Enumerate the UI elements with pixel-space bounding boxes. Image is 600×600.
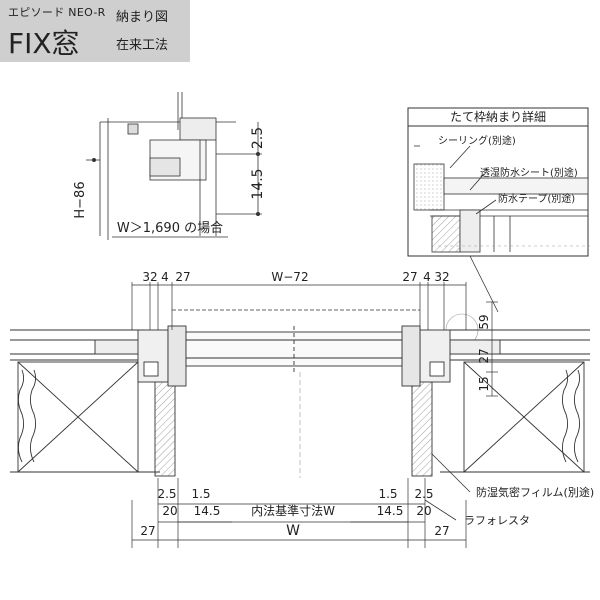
leader-vapor-film bbox=[431, 453, 471, 493]
callout-vapor-film: 防湿気密フィルム(別途) bbox=[476, 485, 594, 499]
bottom-dim-1-5-right: 1.5 bbox=[378, 487, 397, 501]
inner-standard-width: 内法基準寸法W bbox=[251, 503, 335, 518]
callout-moisture-sheet: 透湿防水シート(別途) bbox=[480, 166, 578, 179]
wall-right bbox=[440, 329, 590, 473]
top-dim-left-32: 32 bbox=[142, 270, 157, 284]
drawing-type: 納まり図 bbox=[116, 10, 169, 25]
detail-inset-title: たて枠納まり詳細 bbox=[450, 109, 546, 124]
bottom-dim-2-5-left: 2.5 bbox=[157, 487, 176, 501]
bottom-dim-1-5-left: 1.5 bbox=[191, 487, 210, 501]
top-dim-left-27: 27 bbox=[175, 270, 190, 284]
top-dim-right-27: 27 bbox=[402, 270, 417, 284]
callout-sealing: シーリング(別途) bbox=[438, 134, 516, 147]
frame-right bbox=[401, 325, 451, 387]
title-block: エピソード NEO-R FIX窓 bbox=[0, 0, 190, 62]
bottom-dim-14-5-right: 14.5 bbox=[377, 504, 404, 518]
top-dim-right-4: 4 bbox=[423, 270, 431, 284]
detail-leader bbox=[469, 255, 499, 313]
inset-dim-top: 2.5 bbox=[250, 127, 266, 149]
top-dim-right-32: 32 bbox=[434, 270, 449, 284]
bottom-dimension-lines bbox=[131, 478, 467, 548]
series-name: エピソード NEO-R bbox=[8, 6, 106, 19]
top-dim-left-4: 4 bbox=[161, 270, 169, 284]
top-dim-center: W−72 bbox=[271, 270, 308, 284]
callout-waterproof-tape: 防水テープ(別途) bbox=[498, 192, 575, 205]
bottom-dim-27-left: 27 bbox=[140, 524, 155, 538]
side-dim-27: 27 bbox=[477, 348, 491, 363]
callout-laforesta: ラフォレスタ bbox=[464, 514, 530, 527]
window-name: FIX窓 bbox=[8, 27, 80, 60]
reveal-left bbox=[154, 379, 176, 477]
small-section-inset bbox=[86, 92, 262, 240]
inset-height-label: H−86 bbox=[73, 181, 88, 218]
glazing bbox=[185, 326, 403, 372]
top-dimension-line bbox=[131, 282, 467, 330]
reveal-right bbox=[411, 379, 433, 477]
side-dim-59: 59 bbox=[477, 314, 491, 329]
bottom-dim-14-5-left: 14.5 bbox=[194, 504, 221, 518]
frame-left bbox=[137, 325, 187, 387]
inset-dim-bottom: 14.5 bbox=[250, 168, 266, 199]
construction-method: 在来工法 bbox=[116, 38, 169, 53]
width-label: W bbox=[286, 523, 300, 539]
bottom-dim-20-left: 20 bbox=[162, 504, 177, 518]
leader-laforesta bbox=[424, 499, 457, 521]
wall-left bbox=[10, 329, 160, 473]
bottom-dim-20-right: 20 bbox=[416, 504, 431, 518]
side-dim-15: 15 bbox=[477, 376, 491, 391]
bottom-dim-27-right: 27 bbox=[434, 524, 449, 538]
inset-condition: W＞1,690 の場合 bbox=[117, 221, 223, 236]
bottom-dim-2-5-right: 2.5 bbox=[414, 487, 433, 501]
detail-inset-frame bbox=[407, 107, 590, 257]
side-dimension-line bbox=[486, 301, 498, 397]
